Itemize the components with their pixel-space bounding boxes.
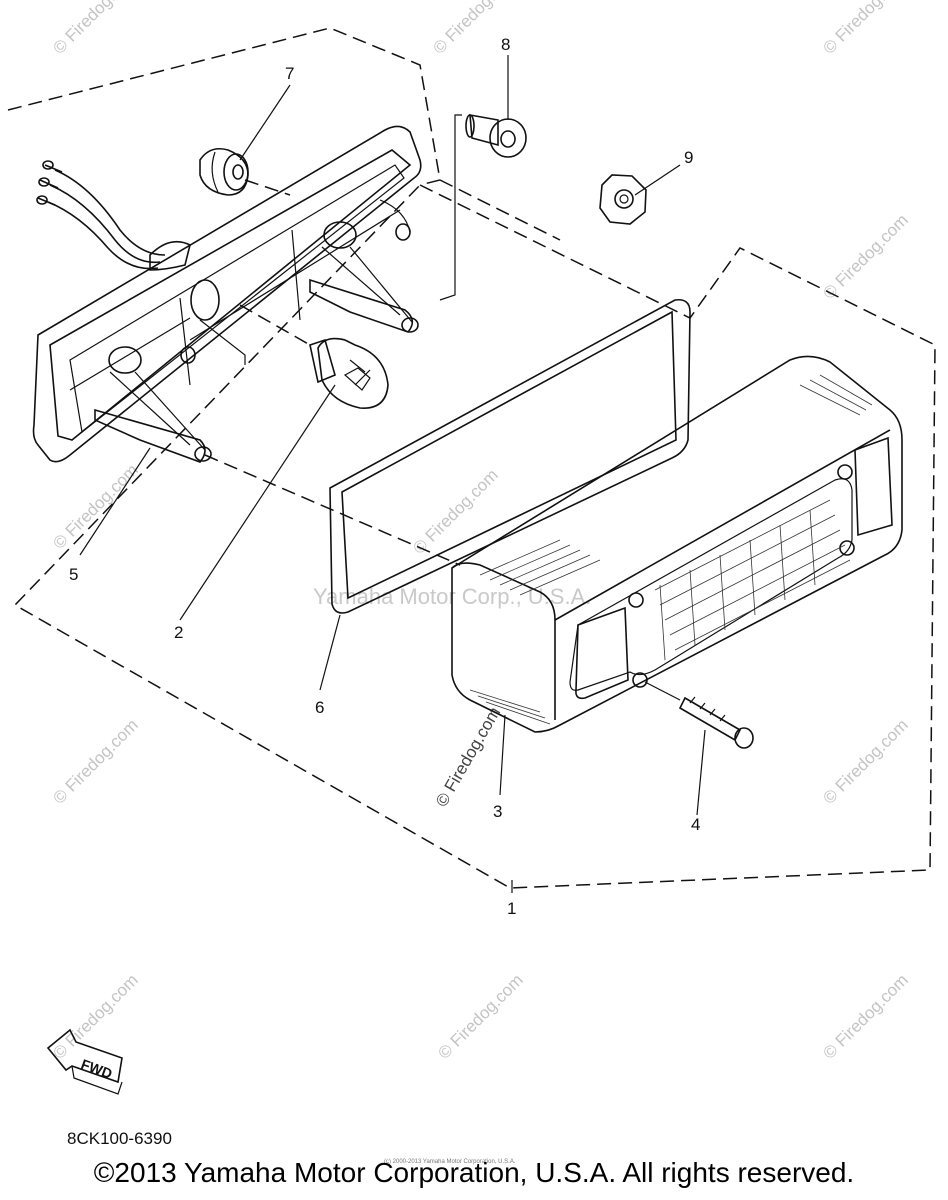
watermark: © Firedog.com xyxy=(819,210,911,302)
watermark: © Firedog.com xyxy=(49,460,141,552)
leader-lines xyxy=(79,55,706,893)
watermark: © Firedog.com xyxy=(819,970,911,1062)
watermark: © Firedog.com xyxy=(49,0,141,58)
callout-7: 7 xyxy=(285,64,294,83)
callout-2: 2 xyxy=(174,623,183,642)
screw xyxy=(644,681,754,749)
watermark: © Firedog.com xyxy=(434,970,526,1062)
grommet xyxy=(199,147,249,196)
callout-9: 9 xyxy=(684,148,693,167)
lens xyxy=(451,355,903,733)
callout-6: 6 xyxy=(315,698,324,717)
collar xyxy=(439,114,527,301)
watermark: © Firedog.com xyxy=(409,465,501,557)
callout-8: 8 xyxy=(501,35,510,54)
watermark: © Firedog.com xyxy=(49,715,141,807)
assembly-boundary xyxy=(7,27,936,889)
boundary-inner-line xyxy=(439,179,561,241)
callout-4: 4 xyxy=(691,815,700,834)
wire-harness xyxy=(36,160,166,270)
callout-1: 1 xyxy=(507,899,516,918)
watermark: © Firedog.com xyxy=(432,704,504,810)
alignment-line xyxy=(204,454,461,566)
small-print: (c) 2000-2013 Yamaha Motor Corporation, … xyxy=(384,1159,516,1165)
alignment-line xyxy=(244,179,291,196)
callout-3: 3 xyxy=(493,802,502,821)
gasket xyxy=(329,298,691,614)
alignment-line xyxy=(239,304,311,346)
callout-5: 5 xyxy=(69,565,78,584)
nut xyxy=(599,174,647,225)
diagram-part-code: 8CK100-6390 xyxy=(67,1129,172,1148)
watermark-layer: © Firedog.com © Firedog.com © Firedog.co… xyxy=(49,0,911,1063)
lamp-housing xyxy=(32,125,422,463)
watermark: © Firedog.com xyxy=(819,715,911,807)
bulb xyxy=(309,337,389,409)
fwd-label: FWD xyxy=(79,1056,114,1082)
watermark: © Firedog.com xyxy=(819,0,911,58)
copyright-footer: ©2013 Yamaha Motor Corporation, U.S.A. A… xyxy=(93,1157,855,1188)
